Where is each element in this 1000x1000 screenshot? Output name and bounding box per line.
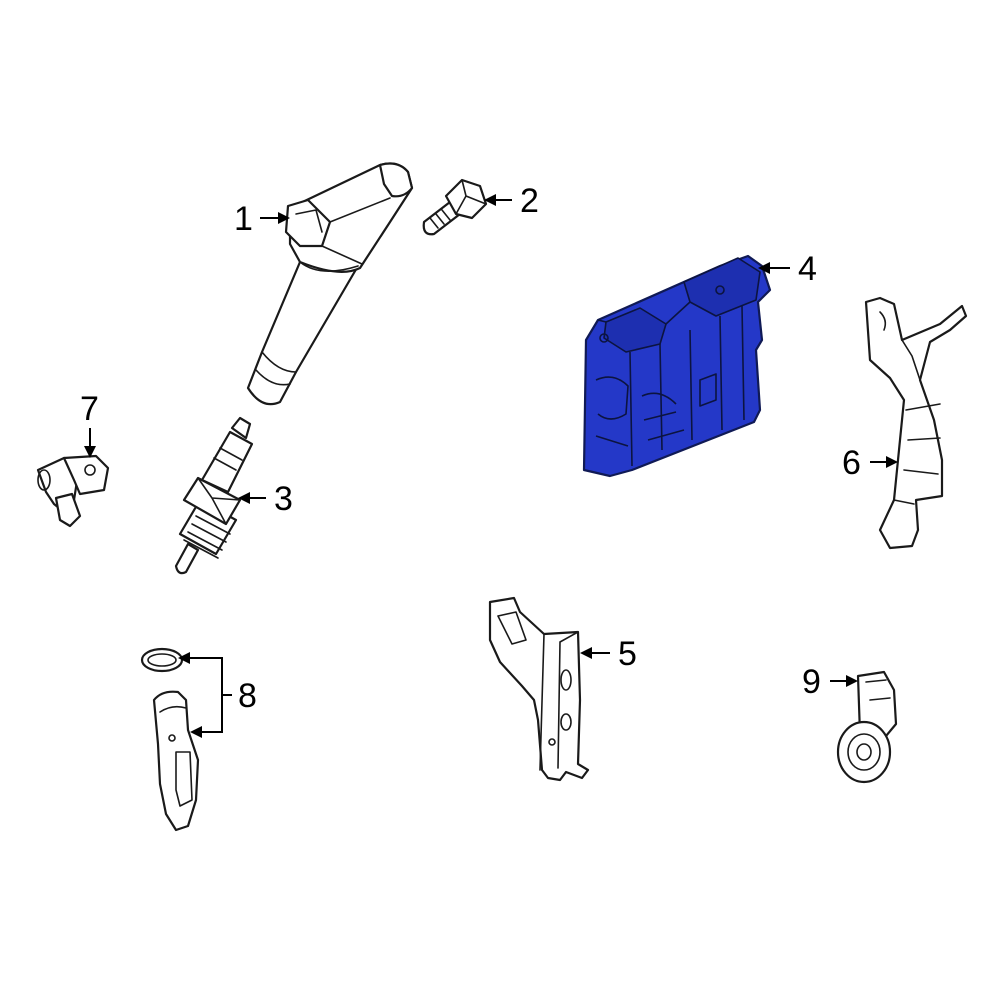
leader-6: [870, 456, 898, 468]
part-9-knock-sensor[interactable]: [836, 670, 898, 784]
part-3-spark-plug[interactable]: [174, 416, 254, 575]
part-2-bolt[interactable]: [422, 178, 488, 236]
leader-4: [758, 262, 790, 274]
callout-1: 1: [234, 200, 253, 238]
leader-1: [260, 212, 290, 224]
callout-8: 8: [238, 677, 257, 715]
callout-4: 4: [798, 250, 817, 288]
part-5-bracket[interactable]: [488, 596, 590, 782]
leader-9: [830, 675, 858, 687]
callout-9: 9: [802, 663, 821, 701]
leader-8: [178, 652, 232, 738]
part-4-engine-control-module[interactable]: [582, 254, 772, 478]
callout-3: 3: [274, 480, 293, 518]
part-8-o-ring[interactable]: [140, 647, 184, 673]
part-8-sensor[interactable]: [152, 690, 200, 832]
leader-7: [84, 428, 96, 458]
callout-7: 7: [80, 390, 99, 428]
leader-3: [238, 492, 266, 504]
callout-5: 5: [618, 635, 637, 673]
part-6-bracket[interactable]: [864, 296, 968, 550]
callout-6: 6: [842, 444, 861, 482]
part-1-ignition-coil[interactable]: [246, 162, 414, 406]
leader-2: [484, 194, 512, 206]
leader-5: [580, 647, 610, 659]
callout-2: 2: [520, 182, 539, 220]
part-7-sensor[interactable]: [36, 454, 110, 528]
